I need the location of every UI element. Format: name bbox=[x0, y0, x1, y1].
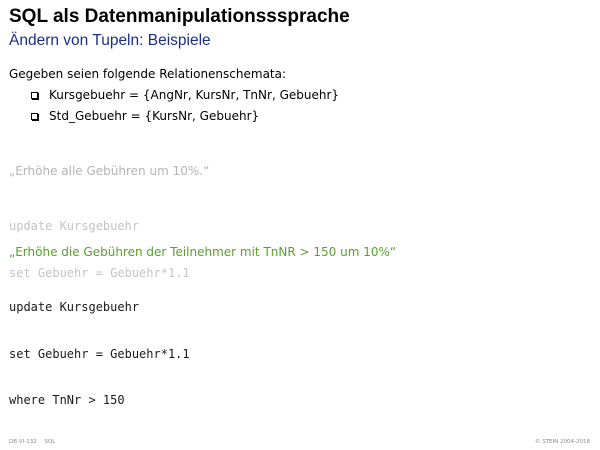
example-1-code: update Kursgebuehr set Gebuehr = Gebuehr… bbox=[9, 188, 190, 297]
example-2-code: update Kursgebuehr set Gebuehr = Gebuehr… bbox=[9, 269, 190, 424]
code-line: update Kursgebuehr bbox=[9, 300, 140, 314]
code-line: where TnNr > 150 bbox=[9, 393, 125, 407]
schema-item-kursgebuehr: Kursgebuehr = {AngNr, KursNr, TnNr, Gebu… bbox=[31, 88, 339, 103]
footer-slide-number: DB:VI-132 bbox=[9, 439, 37, 445]
footer-section: SQL bbox=[44, 439, 56, 445]
intro-text: Gegeben seien folgende Relationenschemat… bbox=[9, 67, 287, 81]
slide-title: SQL als Datenmanipulationsssprache bbox=[9, 6, 350, 27]
example-1-heading: „Erhöhe alle Gebühren um 10%.“ bbox=[9, 164, 210, 178]
example-2-heading: „Erhöhe die Gebühren der Teilnehmer mit … bbox=[9, 245, 397, 259]
footer-left: DB:VI-132 SQL bbox=[9, 439, 55, 446]
footer-copyright: © STEIN 2004-2018 bbox=[534, 439, 590, 445]
bullet-square-icon bbox=[31, 92, 38, 99]
code-line: set Gebuehr = Gebuehr*1.1 bbox=[9, 346, 190, 361]
slide-subtitle: Ändern von Tupeln: Beispiele bbox=[9, 32, 211, 49]
code-line: set Gebuehr = Gebuehr*1.1 bbox=[9, 265, 190, 280]
schema-item-std-gebuehr: Std_Gebuehr = {KursNr, Gebuehr} bbox=[31, 109, 339, 124]
schema-text: Std_Gebuehr = {KursNr, Gebuehr} bbox=[49, 109, 260, 123]
schema-text: Kursgebuehr = {AngNr, KursNr, TnNr, Gebu… bbox=[49, 88, 340, 102]
schema-list: Kursgebuehr = {AngNr, KursNr, TnNr, Gebu… bbox=[31, 88, 339, 130]
bullet-square-icon bbox=[31, 113, 38, 120]
code-line: update Kursgebuehr bbox=[9, 219, 140, 233]
